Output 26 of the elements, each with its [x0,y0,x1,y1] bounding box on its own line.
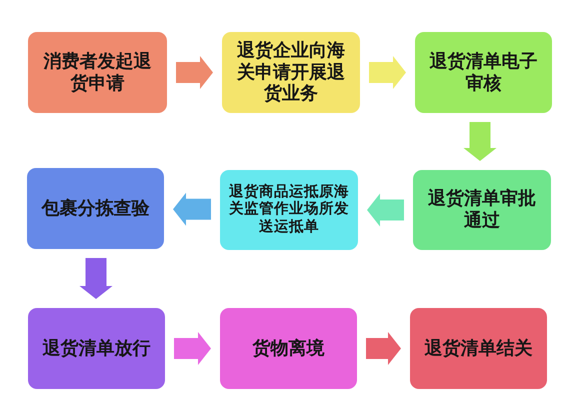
process-box [27,168,164,249]
step-label: 退货清单结关 [424,338,534,360]
arrow [174,332,211,365]
process-box [410,308,547,389]
arrow [173,192,211,226]
process-box [415,32,552,113]
arrow [366,332,401,365]
step-label: 退货清单放行 [42,338,152,360]
arrow [369,56,406,89]
arrow [176,56,213,89]
process-box [28,32,167,113]
arrow [80,258,112,299]
step-label: 货物离境 [252,338,326,360]
process-box [220,308,357,389]
arrow [367,194,404,226]
process-box [28,308,165,389]
process-box [220,170,358,250]
step-label: 退货清单审批通过 [427,188,537,232]
step-label: 消费者发起退货申请 [42,50,152,94]
step-label: 退货清单电子审核 [428,50,538,94]
step-label: 退货企业向海关申请开展退货业务 [236,40,346,105]
step-label: 包裹分拣查验 [40,198,150,220]
process-box [413,170,551,250]
step-label: 退货商品运抵原海关监管作业场所发送运抵单 [228,184,350,236]
arrow [464,122,496,161]
process-box [222,32,360,113]
